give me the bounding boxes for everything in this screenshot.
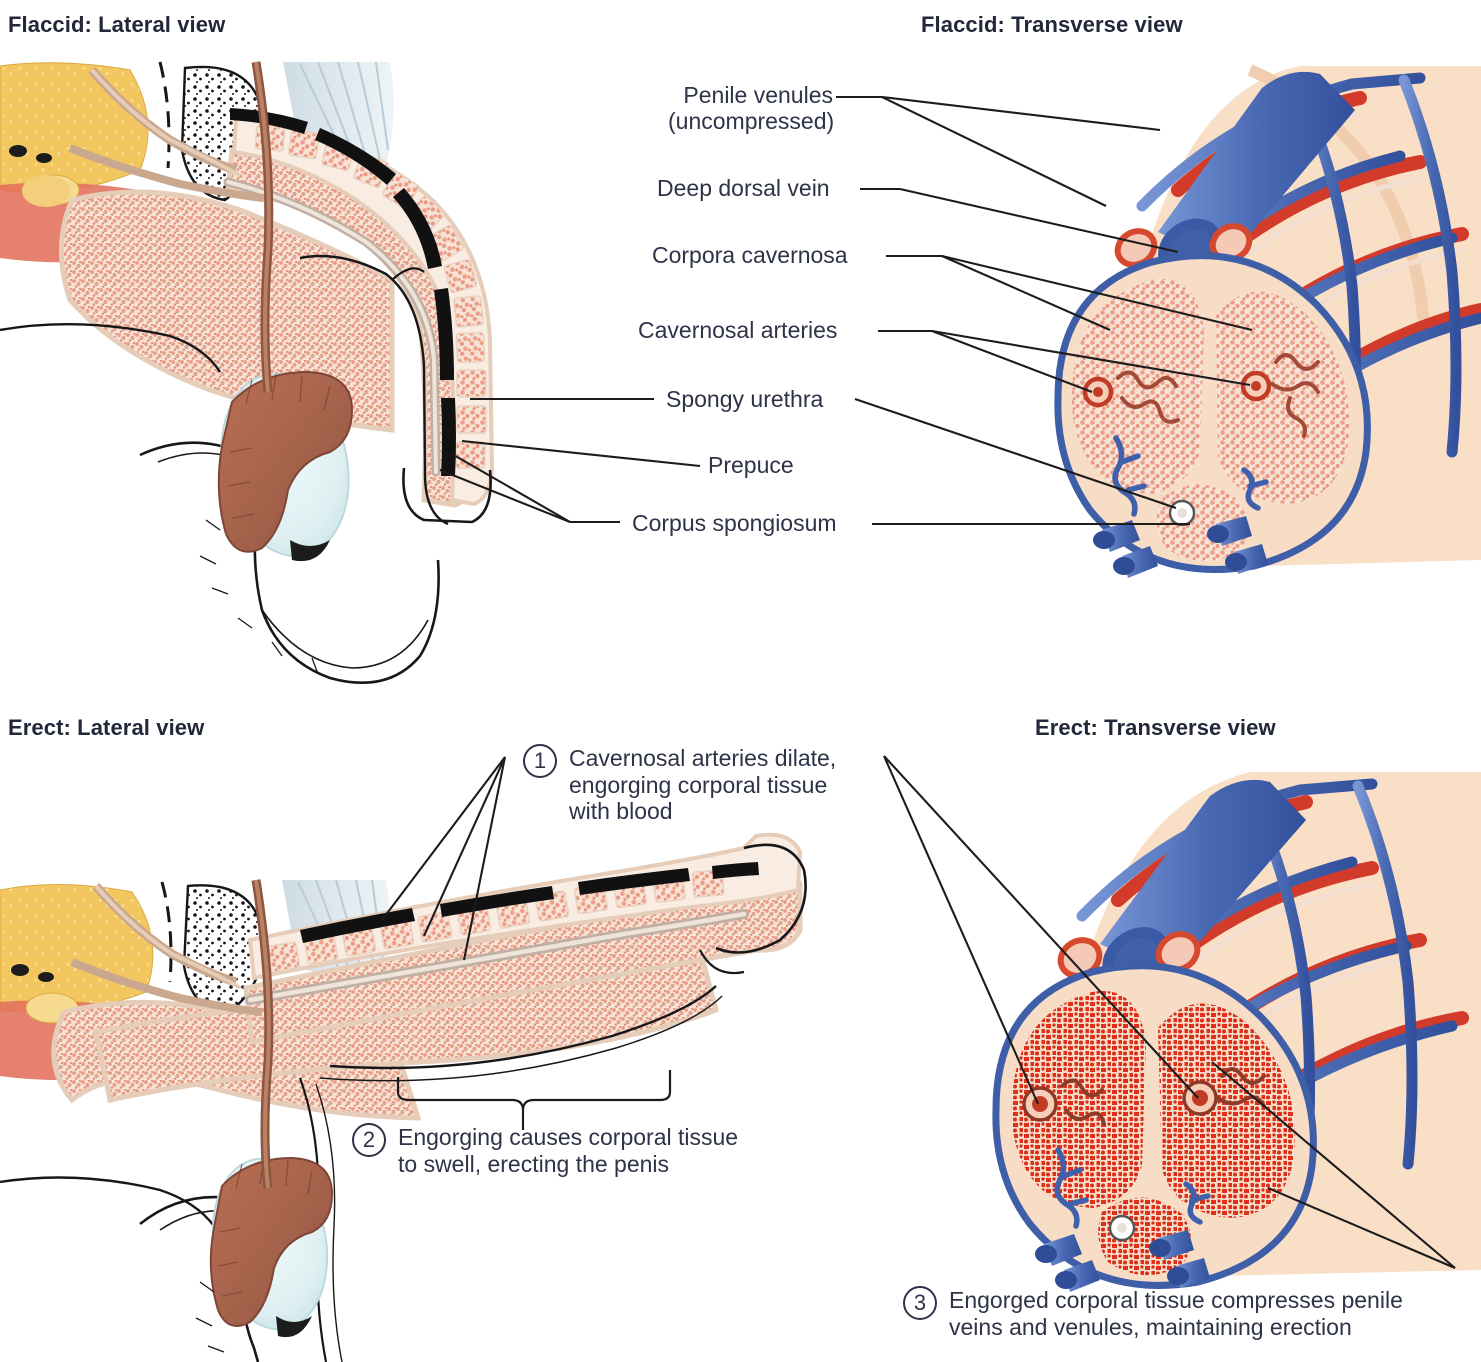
callout-2-line1: Engorging causes corporal tissue [398, 1124, 739, 1150]
panel-title-flaccid-lateral: Flaccid: Lateral view [8, 12, 226, 37]
callout-3-line1: Engorged corporal tissue compresses peni… [949, 1287, 1403, 1313]
callout-2-text: Engorging causes corporal tissue to swel… [398, 1124, 818, 1177]
illustration-flaccid-lateral [0, 61, 495, 685]
callout-1-line3: with blood [569, 798, 673, 825]
panel-title-erect-lateral: Erect: Lateral view [8, 715, 205, 740]
leader-lines-erect [381, 755, 1456, 1269]
label-cavernosal-arteries: Cavernosal arteries [638, 317, 838, 343]
callout-1-text: Cavernosal arteries dilate, engorging co… [569, 745, 899, 825]
leader-lines-flaccid [439, 95, 1253, 526]
label-corpus-spongiosum: Corpus spongiosum [632, 510, 837, 536]
callout-1-line2: engorging corporal tissue [569, 771, 828, 798]
callout-1-line1: Cavernosal arteries dilate, [569, 745, 837, 771]
illustration-erect-lateral [0, 832, 807, 1362]
label-corpora-cavernosa: Corpora cavernosa [652, 242, 848, 268]
label-penile-venules-line2: (uncompressed) [668, 108, 835, 135]
panel-title-erect-transverse: Erect: Transverse view [1035, 715, 1276, 740]
callout-3-number: 3 [903, 1286, 937, 1320]
label-penile-venules-line1: Penile venules [683, 82, 833, 108]
illustration-erect-transverse [992, 772, 1481, 1292]
label-spongy-urethra: Spongy urethra [666, 386, 824, 412]
label-penile-venules: Penile venules (uncompressed) [668, 82, 835, 135]
callout-2-number: 2 [352, 1123, 386, 1157]
illustration-flaccid-transverse [1054, 64, 1481, 578]
callout-3-text: Engorged corporal tissue compresses peni… [949, 1287, 1479, 1340]
label-deep-dorsal-vein: Deep dorsal vein [657, 175, 830, 201]
label-prepuce: Prepuce [708, 452, 794, 478]
panel-title-flaccid-transverse: Flaccid: Transverse view [921, 12, 1183, 37]
callout-3-line2: veins and venules, maintaining erection [949, 1313, 1352, 1340]
callout-2-line2: to swell, erecting the penis [398, 1150, 670, 1177]
callout-1-number: 1 [523, 744, 557, 778]
